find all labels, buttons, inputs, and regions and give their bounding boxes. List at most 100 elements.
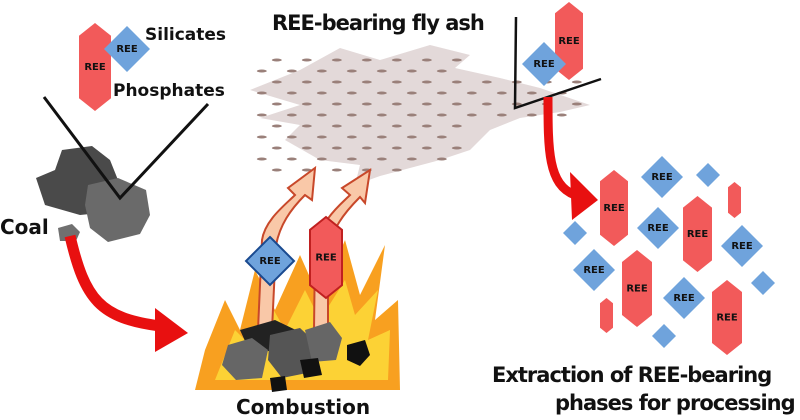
ree-label: REE — [603, 203, 625, 214]
silicate-crystal: REE — [104, 26, 150, 72]
ash-particle — [526, 91, 537, 95]
silicate-crystal: REE — [721, 225, 763, 267]
ree-label: REE — [533, 59, 555, 70]
phosphate-crystal — [600, 298, 613, 333]
ash-particle — [286, 157, 297, 161]
ash-particle — [481, 102, 492, 106]
ash-particle — [256, 69, 267, 73]
coal-icon — [36, 146, 150, 242]
ash-particle — [316, 113, 327, 117]
silicate-crystal — [563, 221, 587, 245]
ash-particle — [421, 146, 432, 150]
ash-particle — [361, 102, 372, 106]
ree-label: REE — [716, 313, 738, 324]
ash-particle — [436, 113, 447, 117]
ash-particle — [256, 157, 267, 161]
silicate-crystal: REE — [637, 207, 679, 249]
ash-particle — [436, 157, 447, 161]
magnify-lines-left — [42, 96, 210, 201]
phosphate-crystal: REE — [309, 215, 343, 300]
ree-label: REE — [315, 253, 337, 264]
phosphate-crystal: REE — [683, 196, 712, 272]
ash-particle — [346, 69, 357, 73]
arrow-to-extraction — [543, 96, 577, 200]
ash-particle — [406, 69, 417, 73]
ash-particle — [376, 157, 387, 161]
ash-particle — [391, 146, 402, 150]
ash-particle — [376, 113, 387, 117]
phosphate-crystal: REE — [79, 23, 111, 111]
ash-particle — [481, 80, 492, 84]
ash-particle — [361, 146, 372, 150]
ash-particle — [361, 58, 372, 62]
ash-particle — [421, 58, 432, 62]
ash-particle — [271, 80, 282, 84]
ash-particle — [301, 80, 312, 84]
ash-particle — [526, 113, 537, 117]
burning-coal — [222, 320, 370, 392]
ash-particle — [406, 135, 417, 139]
silicate-crystal: REE — [522, 42, 566, 86]
ash-particle — [346, 157, 357, 161]
ash-particle — [316, 135, 327, 139]
ash-particle — [451, 80, 462, 84]
ree-label: REE — [583, 265, 605, 276]
ash-particle — [391, 102, 402, 106]
ash-particle — [346, 91, 357, 95]
ree-label: REE — [626, 284, 648, 295]
ash-particle — [451, 58, 462, 62]
ash-particle — [331, 168, 342, 172]
ash-particle — [331, 58, 342, 62]
ash-particle — [331, 146, 342, 150]
ash-particles — [256, 58, 582, 172]
ree-label: REE — [673, 293, 695, 304]
ash-particle — [361, 80, 372, 84]
ash-particle — [436, 135, 447, 139]
ash-particle — [286, 135, 297, 139]
ash-particle — [271, 168, 282, 172]
ash-particle — [271, 146, 282, 150]
ash-particle — [406, 113, 417, 117]
ash-particle — [256, 91, 267, 95]
ash-particle — [271, 124, 282, 128]
silicate-crystal — [751, 271, 775, 295]
ash-particle — [391, 168, 402, 172]
ash-particle — [316, 69, 327, 73]
ash-particle — [331, 80, 342, 84]
ash-particle — [406, 91, 417, 95]
ash-particle — [271, 58, 282, 62]
fly-ash-title: REE-bearing fly ash — [272, 11, 484, 35]
ash-particle — [496, 113, 507, 117]
ash-particle — [346, 113, 357, 117]
ash-particle — [256, 135, 267, 139]
ree-label: REE — [687, 229, 709, 240]
phosphate-crystal: REE — [622, 250, 652, 327]
silicate-crystal: REE — [641, 156, 683, 198]
ash-particle — [421, 102, 432, 106]
ash-particle — [316, 157, 327, 161]
ash-particle — [406, 157, 417, 161]
ash-particle — [271, 102, 282, 106]
ash-particle — [391, 58, 402, 62]
ash-particle — [301, 168, 312, 172]
coal-label: Coal — [0, 215, 49, 239]
ash-particle — [301, 58, 312, 62]
ash-particle — [256, 113, 267, 117]
ash-particle — [451, 102, 462, 106]
combustion-label: Combustion — [236, 395, 370, 419]
ash-particle — [316, 91, 327, 95]
ree-label: REE — [647, 223, 669, 234]
silicate-crystal — [696, 163, 720, 187]
silicates-label: Silicates — [145, 25, 226, 45]
silicate-crystal: REE — [573, 249, 615, 291]
ash-particle — [376, 91, 387, 95]
ash-particle — [301, 102, 312, 106]
ree-label: REE — [259, 256, 281, 267]
magnify-lines-right — [513, 16, 602, 110]
ree-label: REE — [651, 172, 673, 183]
ash-particle — [331, 102, 342, 106]
ash-particle — [421, 80, 432, 84]
ash-particle — [556, 113, 567, 117]
ash-particle — [331, 124, 342, 128]
